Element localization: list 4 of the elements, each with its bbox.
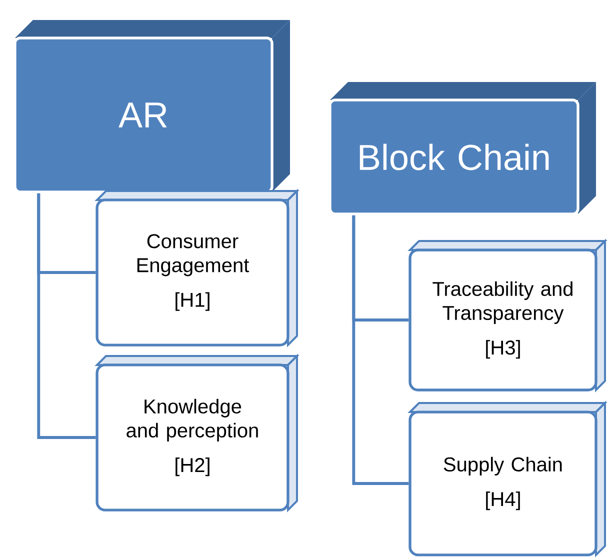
connector-line [37,193,96,439]
connector-line [352,215,409,485]
header-box: Block Chain [328,82,596,216]
header-box: AR [14,20,290,194]
